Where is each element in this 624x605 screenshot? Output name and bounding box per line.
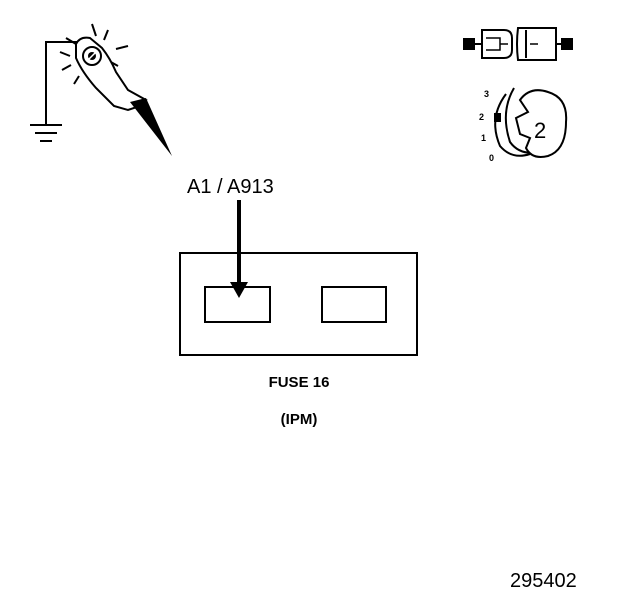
ground-symbol <box>30 41 78 142</box>
ignition-position-3: 3 <box>484 89 489 99</box>
fuse-terminal-left <box>204 286 271 323</box>
ignition-position-2: 2 <box>479 112 484 122</box>
fuse-label: FUSE 16 <box>269 374 330 391</box>
figure-id: 295402 <box>510 570 577 592</box>
connector-icon <box>463 27 573 61</box>
test-lamp-icon <box>59 23 172 156</box>
module-label: (IPM) <box>281 411 318 428</box>
fuse-terminal-right <box>321 286 387 323</box>
ignition-position-0: 0 <box>489 153 494 163</box>
probe-arrow <box>230 200 248 298</box>
ignition-position-1: 1 <box>481 133 486 143</box>
light-rays <box>59 23 129 85</box>
position-marker <box>494 113 501 122</box>
key-icon <box>514 89 568 158</box>
ignition-key-position: 2 <box>534 118 546 143</box>
probe-point-label: A1 / A913 <box>187 176 274 198</box>
fuse-box <box>179 252 418 356</box>
ignition-switch-icon: 3 2 1 0 2 <box>479 87 568 163</box>
